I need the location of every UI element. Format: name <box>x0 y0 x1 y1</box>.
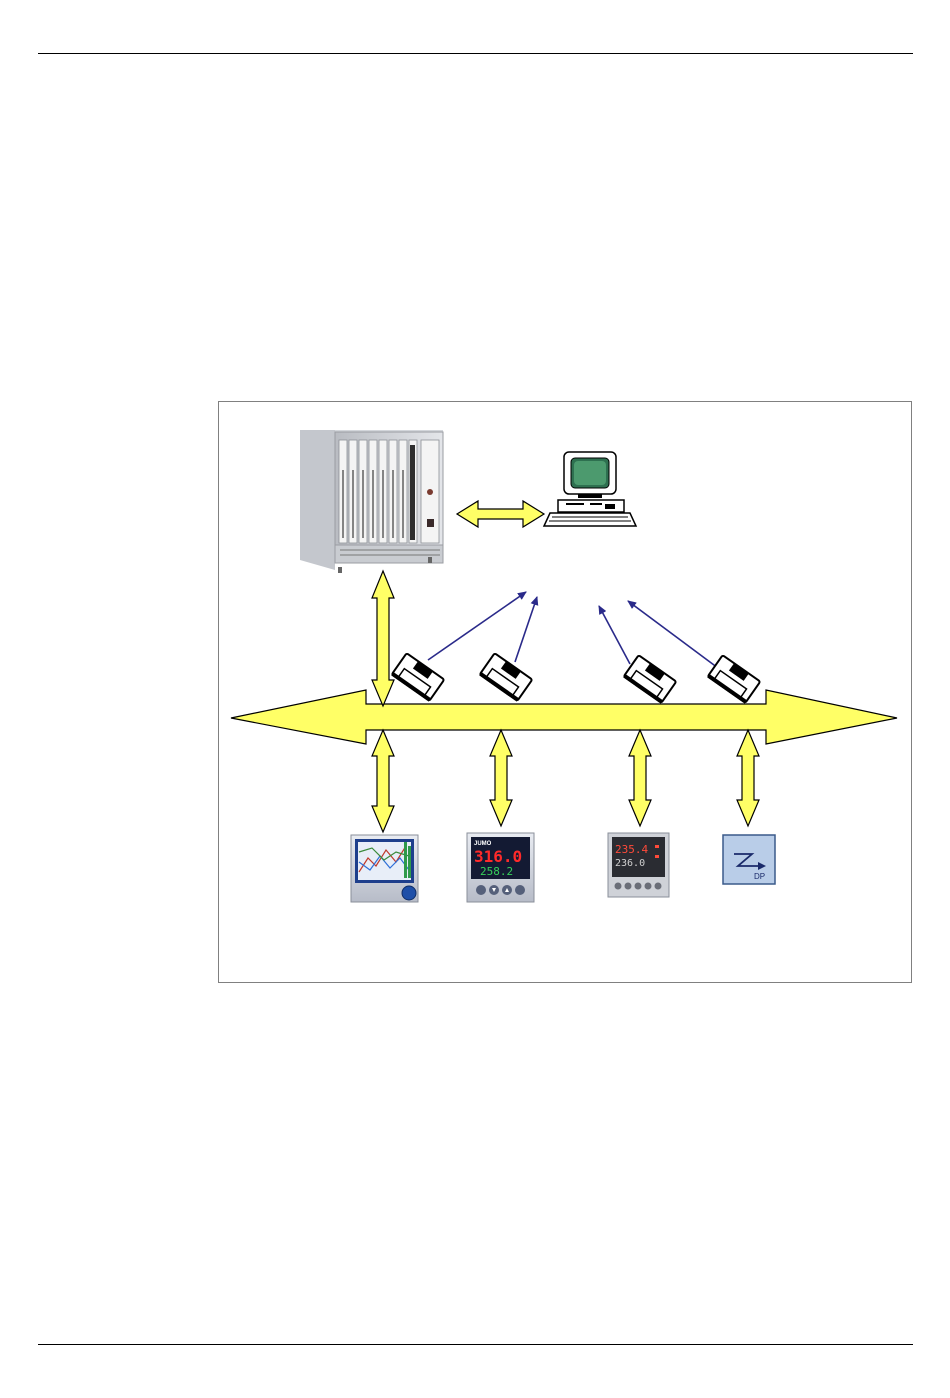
config-arrow-3 <box>599 606 630 664</box>
paperless-recorder-icon <box>351 835 418 902</box>
config-arrow-1 <box>428 592 526 660</box>
device-link-1 <box>372 730 394 832</box>
personal-computer-icon <box>544 452 636 526</box>
device-link-3 <box>629 730 651 826</box>
controller-setpoint-value: 258.2 <box>480 865 513 878</box>
universal-top-value: 235.4 <box>615 843 648 856</box>
transmitter-label: DP <box>754 872 765 881</box>
controller-process-value: 316.0 <box>474 847 522 866</box>
floppy-disk-icon <box>623 655 676 704</box>
compact-controller-icon: JUMO 316.0 258.2 <box>467 833 534 902</box>
universal-bottom-value: 236.0 <box>615 858 645 869</box>
floppy-disk-icon <box>391 653 444 702</box>
rack-pc-link <box>457 501 544 527</box>
universal-controller-icon: 235.4 236.0 <box>608 833 669 897</box>
device-link-2 <box>490 730 512 826</box>
floppy-disk-icon <box>479 653 532 702</box>
config-arrow-2 <box>515 597 537 662</box>
device-link-4 <box>737 730 759 826</box>
pressure-transmitter-icon: DP <box>723 835 775 884</box>
rack-bus-link <box>372 571 394 706</box>
plc-rack-icon <box>300 430 443 573</box>
floppy-disk-icon <box>707 655 760 704</box>
fieldbus-arrow <box>231 690 897 744</box>
